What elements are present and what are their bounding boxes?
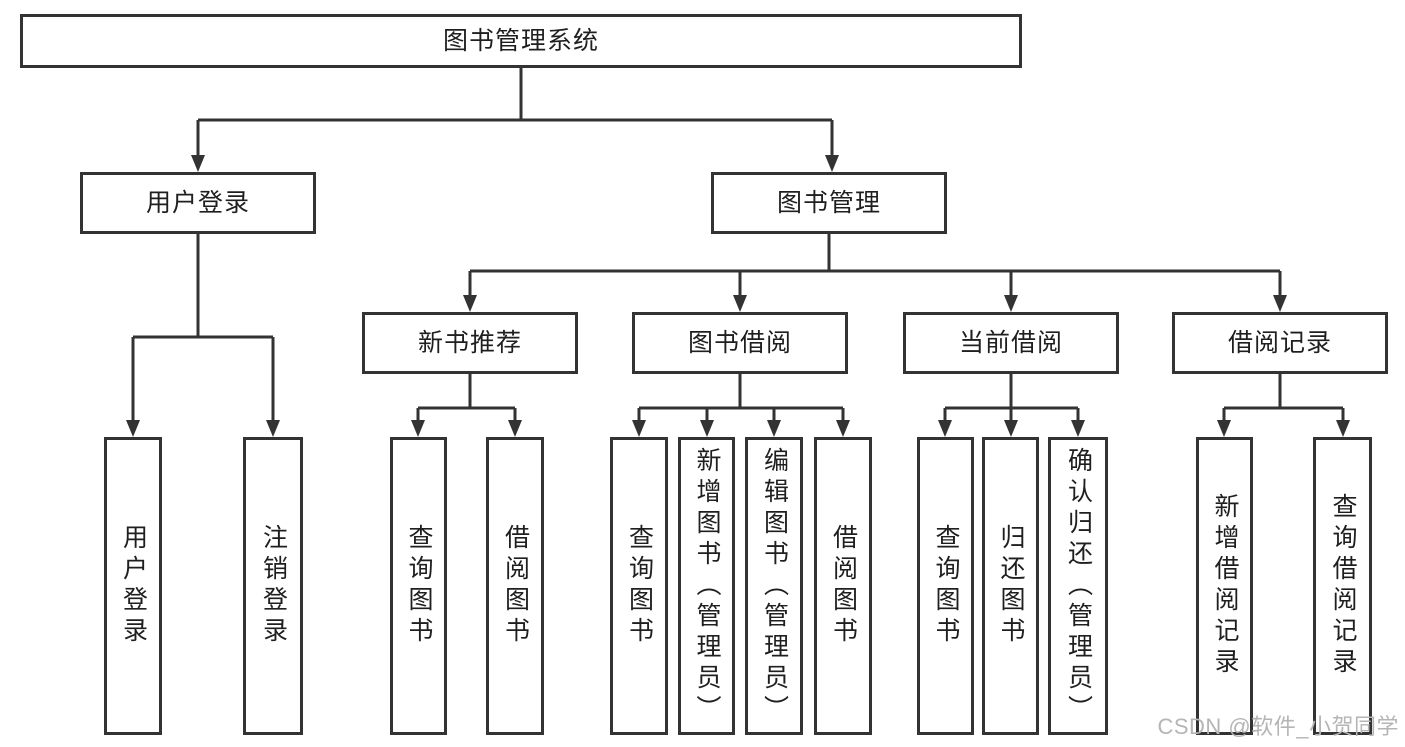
- node-current-borrowing: 当前借阅: [903, 312, 1119, 374]
- leaf-bb-add-books-admin: 新增图书（管理员）: [678, 437, 735, 735]
- node-root-title: 图书管理系统: [20, 14, 1022, 68]
- leaf-br-query-record: 查询借阅记录: [1313, 437, 1372, 735]
- leaf-bb-query-books: 查询图书: [610, 437, 668, 735]
- leaf-cb-return-books: 归还图书: [982, 437, 1039, 735]
- arrowheads: [126, 155, 1350, 437]
- node-book-borrowing: 图书借阅: [632, 312, 848, 374]
- leaf-bb-edit-books-admin: 编辑图书（管理员）: [745, 437, 803, 735]
- watermark-text: CSDN @软件_小贺同学: [1157, 714, 1399, 739]
- leaf-br-add-record: 新增借阅记录: [1196, 437, 1253, 735]
- leaf-bb-borrow-books: 借阅图书: [814, 437, 872, 735]
- leaf-nbr-borrow-books: 借阅图书: [486, 437, 544, 735]
- leaf-cb-query-books: 查询图书: [917, 437, 974, 735]
- node-user-login: 用户登录: [80, 172, 316, 234]
- leaf-nbr-query-books: 查询图书: [390, 437, 447, 735]
- tree-edges: [131, 68, 1345, 422]
- leaf-user-login: 用户登录: [104, 437, 162, 735]
- node-borrowing-records: 借阅记录: [1172, 312, 1388, 374]
- leaf-cb-confirm-return-admin: 确认归还（管理员）: [1048, 437, 1108, 735]
- node-book-management: 图书管理: [711, 172, 947, 234]
- node-new-book-recommend: 新书推荐: [362, 312, 578, 374]
- leaf-logout: 注销登录: [243, 437, 303, 735]
